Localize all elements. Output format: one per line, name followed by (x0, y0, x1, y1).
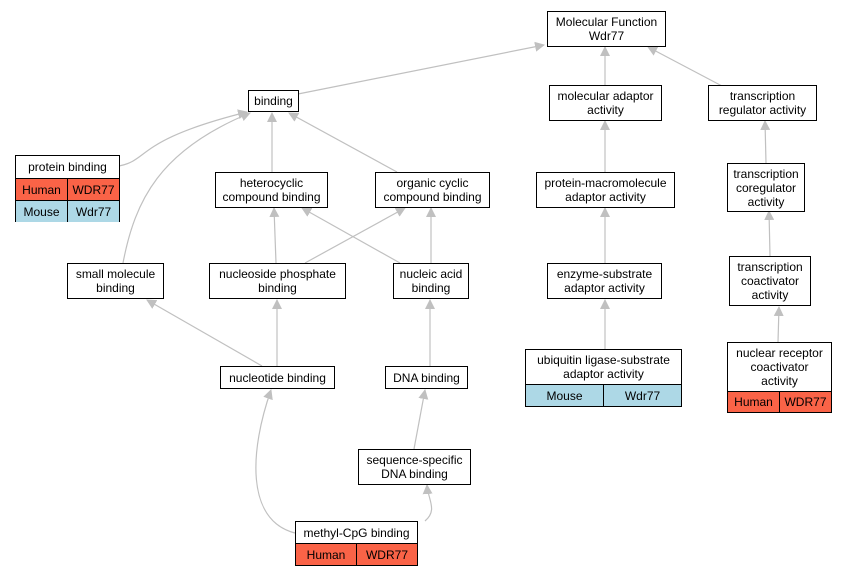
node-label-line3: activity (761, 374, 798, 388)
node-label-line2: binding (258, 281, 297, 295)
node-label-line1: nucleoside phosphate (219, 267, 336, 281)
node-label-line2: activity (587, 103, 624, 117)
node-label-line1: organic cyclic (396, 176, 469, 190)
node-label-line1: small molecule (75, 267, 156, 281)
gene-cell: WDR77 (779, 392, 831, 412)
node-methyl-cpg-binding[interactable]: methyl-CpG binding Human WDR77 (295, 521, 418, 566)
node-label: methyl-CpG binding (296, 522, 417, 544)
node-label-line2: adaptor activity (563, 367, 644, 381)
edge-coact-to-coreg (764, 210, 775, 257)
node-label: protein binding (16, 156, 119, 179)
gene-cell: WDR77 (67, 179, 119, 200)
gene-cell: Wdr77 (67, 201, 119, 222)
edge-methyl-to-nucleotide (255, 389, 296, 534)
node-label-line2: adaptor activity (565, 190, 646, 204)
edge-nucphos-to-hetero (269, 207, 280, 264)
node-label-line1: Molecular Function (555, 15, 658, 29)
species-cell: Mouse (546, 388, 583, 403)
node-label-line1: protein-macromolecule (544, 176, 667, 190)
edge-txreg-to-root (647, 46, 723, 87)
edge-methyl-to-seqspec (422, 484, 433, 522)
edge-nuclear-to-coact (773, 306, 784, 343)
node-label-line1: nuclear receptor (736, 346, 823, 360)
node-label-line2: binding (411, 281, 451, 295)
edge-protein-to-binding (118, 109, 248, 167)
node-label-line1: nucleic acid (399, 267, 463, 281)
node-label-line2: coactivator (740, 274, 800, 288)
node-label-line2: DNA binding (381, 467, 448, 481)
node-label-line1: molecular adaptor (557, 89, 654, 103)
species-cell: Human (734, 395, 773, 409)
species-cell: Mouse (23, 204, 60, 219)
gene-row-human: Human WDR77 (296, 544, 417, 565)
node-label-line2: adaptor activity (564, 281, 645, 295)
edge-organic-to-binding (288, 112, 398, 173)
gene-cell: Wdr77 (603, 385, 681, 406)
gene-row-human: Human WDR77 (16, 179, 119, 200)
node-label-line1: sequence-specific (366, 453, 463, 467)
edge-binding-to-root (297, 41, 545, 95)
node-label-line1: transcription (737, 260, 803, 274)
edge-small-to-binding (122, 111, 251, 264)
node-label-line2: coactivator (750, 360, 809, 374)
node-label-line3: activity (751, 288, 789, 302)
node-label-line2: coregulator (735, 180, 797, 195)
gene-row-mouse: Mouse Wdr77 (526, 385, 681, 406)
node-binding[interactable]: binding (248, 90, 299, 112)
node-protein-binding[interactable]: protein binding Human WDR77 Mouse Wdr77 (15, 155, 120, 222)
node-label-line2: Wdr77 (588, 29, 625, 43)
node-label-line3: activity (747, 194, 785, 209)
node-dna-binding[interactable]: DNA binding (385, 366, 468, 389)
gene-row-mouse: Mouse Wdr77 (16, 200, 119, 222)
species-cell: Human (306, 547, 346, 562)
gene-cell: WDR77 (356, 544, 417, 565)
node-label: nucleotide binding (229, 370, 326, 385)
node-label-line1: heterocyclic (239, 176, 304, 190)
node-label-line2: binding (96, 281, 135, 295)
edge-nucleotide-to-small (146, 299, 263, 367)
edge-coreg-to-txreg (760, 120, 771, 164)
species-cell: Human (22, 182, 61, 197)
node-label: DNA binding (393, 370, 460, 385)
node-label-line2: compound binding (222, 190, 321, 204)
node-label-line2: regulator activity (718, 103, 807, 117)
node-label-line1: transcription (729, 89, 796, 103)
node-label: binding (254, 94, 293, 108)
node-label-line1: transcription (733, 166, 799, 181)
edge-nucphos-to-organic (304, 207, 406, 264)
node-label-line1: ubiquitin ligase-substrate (537, 353, 670, 367)
node-nucleotide-binding[interactable]: nucleotide binding (220, 366, 335, 389)
node-label-line2: compound binding (383, 190, 482, 204)
gene-row-human: Human WDR77 (728, 392, 831, 412)
edge-seqspec-to-dna (413, 389, 429, 450)
edge-nucacid-to-hetero (301, 207, 401, 264)
node-label-line1: enzyme-substrate (556, 267, 653, 281)
